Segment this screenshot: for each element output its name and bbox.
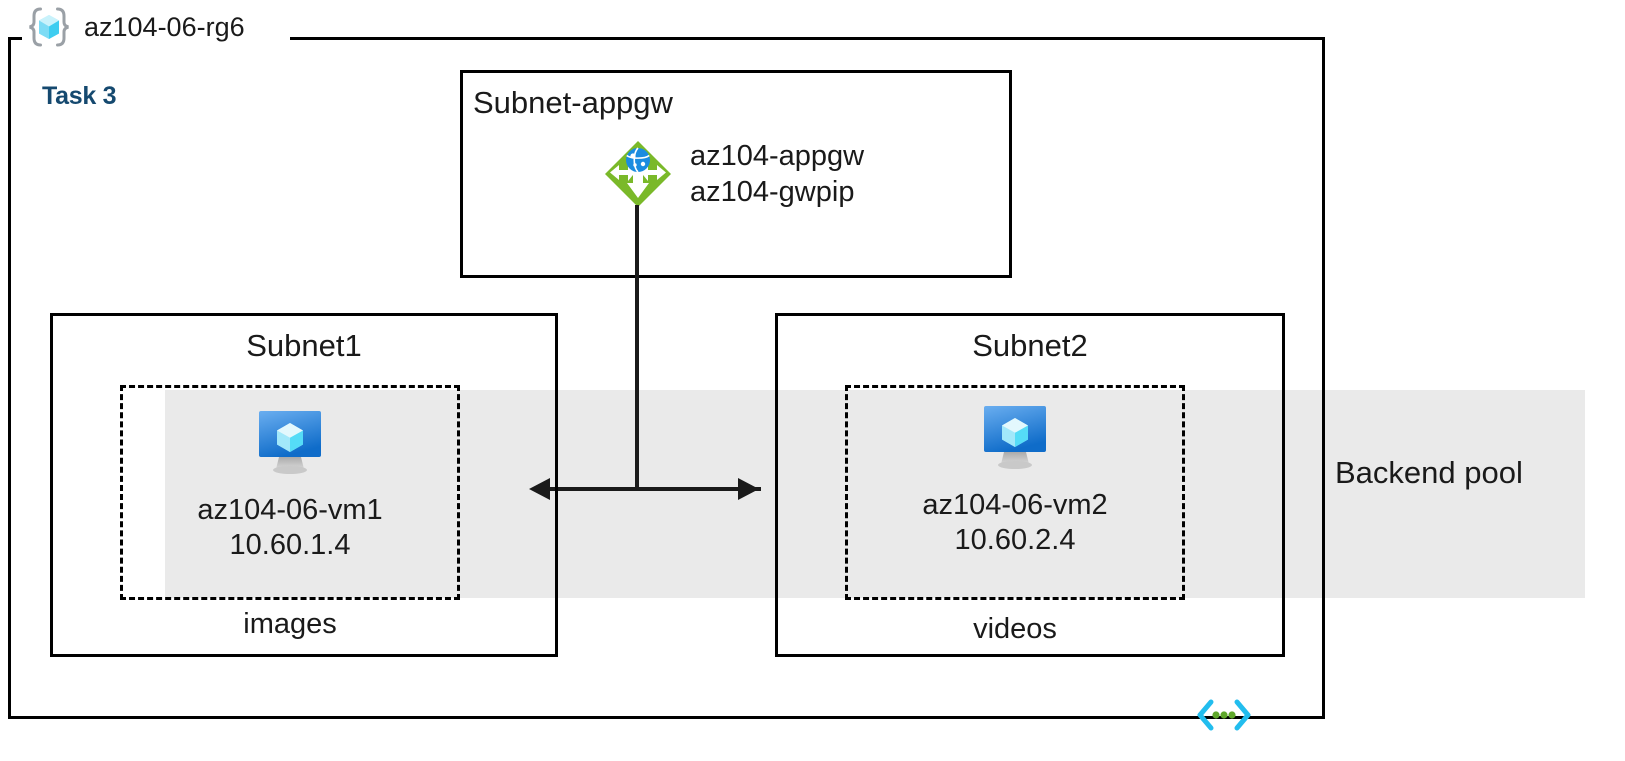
vm2-ip: 10.60.2.4 — [954, 524, 1076, 557]
subnet-connector-line — [535, 487, 761, 491]
vm-az104-06-vm1: az104-06-vm1 10.60.1.4 — [165, 403, 415, 564]
subnet1-title: Subnet1 — [246, 328, 362, 363]
resource-group-border-left — [8, 37, 11, 719]
task-label: Task 3 — [42, 82, 117, 110]
vm1-ip: 10.60.1.4 — [229, 529, 351, 562]
subnet1-box — [50, 313, 558, 657]
application-gateway-labels: az104-appgw az104-gwpip — [690, 138, 864, 211]
resource-group-border-top-left — [8, 37, 30, 40]
subnet2-title: Subnet2 — [972, 328, 1088, 363]
virtual-machine-icon — [247, 403, 333, 483]
resource-group-border-top-right — [290, 37, 1325, 40]
resource-group-name: az104-06-rg6 — [84, 11, 245, 42]
connector-arrow-right — [738, 478, 759, 500]
virtual-machine-icon — [972, 398, 1058, 478]
resource-group-border-right — [1322, 37, 1325, 719]
code-brackets-icon — [1196, 696, 1252, 734]
subnet1-caption: images — [243, 608, 337, 640]
subnet-appgw-box — [460, 70, 1012, 278]
vm1-name: az104-06-vm1 — [197, 494, 383, 526]
application-gateway-icon — [600, 136, 676, 212]
vm2-name: az104-06-vm2 — [922, 489, 1108, 521]
application-gateway-resource: az104-appgw az104-gwpip — [600, 136, 864, 212]
backend-pool-band — [165, 390, 1585, 598]
subnet1-vm-group-box — [120, 385, 460, 600]
subnet-appgw-title: Subnet-appgw — [473, 85, 673, 120]
subnet2-caption: videos — [973, 613, 1057, 645]
application-gateway-name: az104-appgw — [690, 139, 865, 172]
resource-group-border-bottom — [8, 716, 1325, 719]
application-gateway-public-ip: az104-gwpip — [690, 176, 855, 208]
resource-group-cube-icon — [28, 6, 70, 48]
gateway-connector-line — [635, 205, 639, 490]
resource-group-label: az104-06-rg6 — [22, 6, 251, 48]
backend-pool-label: Backend pool — [1335, 455, 1523, 490]
subnet2-box — [775, 313, 1285, 657]
connector-arrow-left — [529, 478, 550, 500]
vm-az104-06-vm2: az104-06-vm2 10.60.2.4 — [890, 398, 1140, 559]
subnet2-vm-group-box — [845, 385, 1185, 600]
